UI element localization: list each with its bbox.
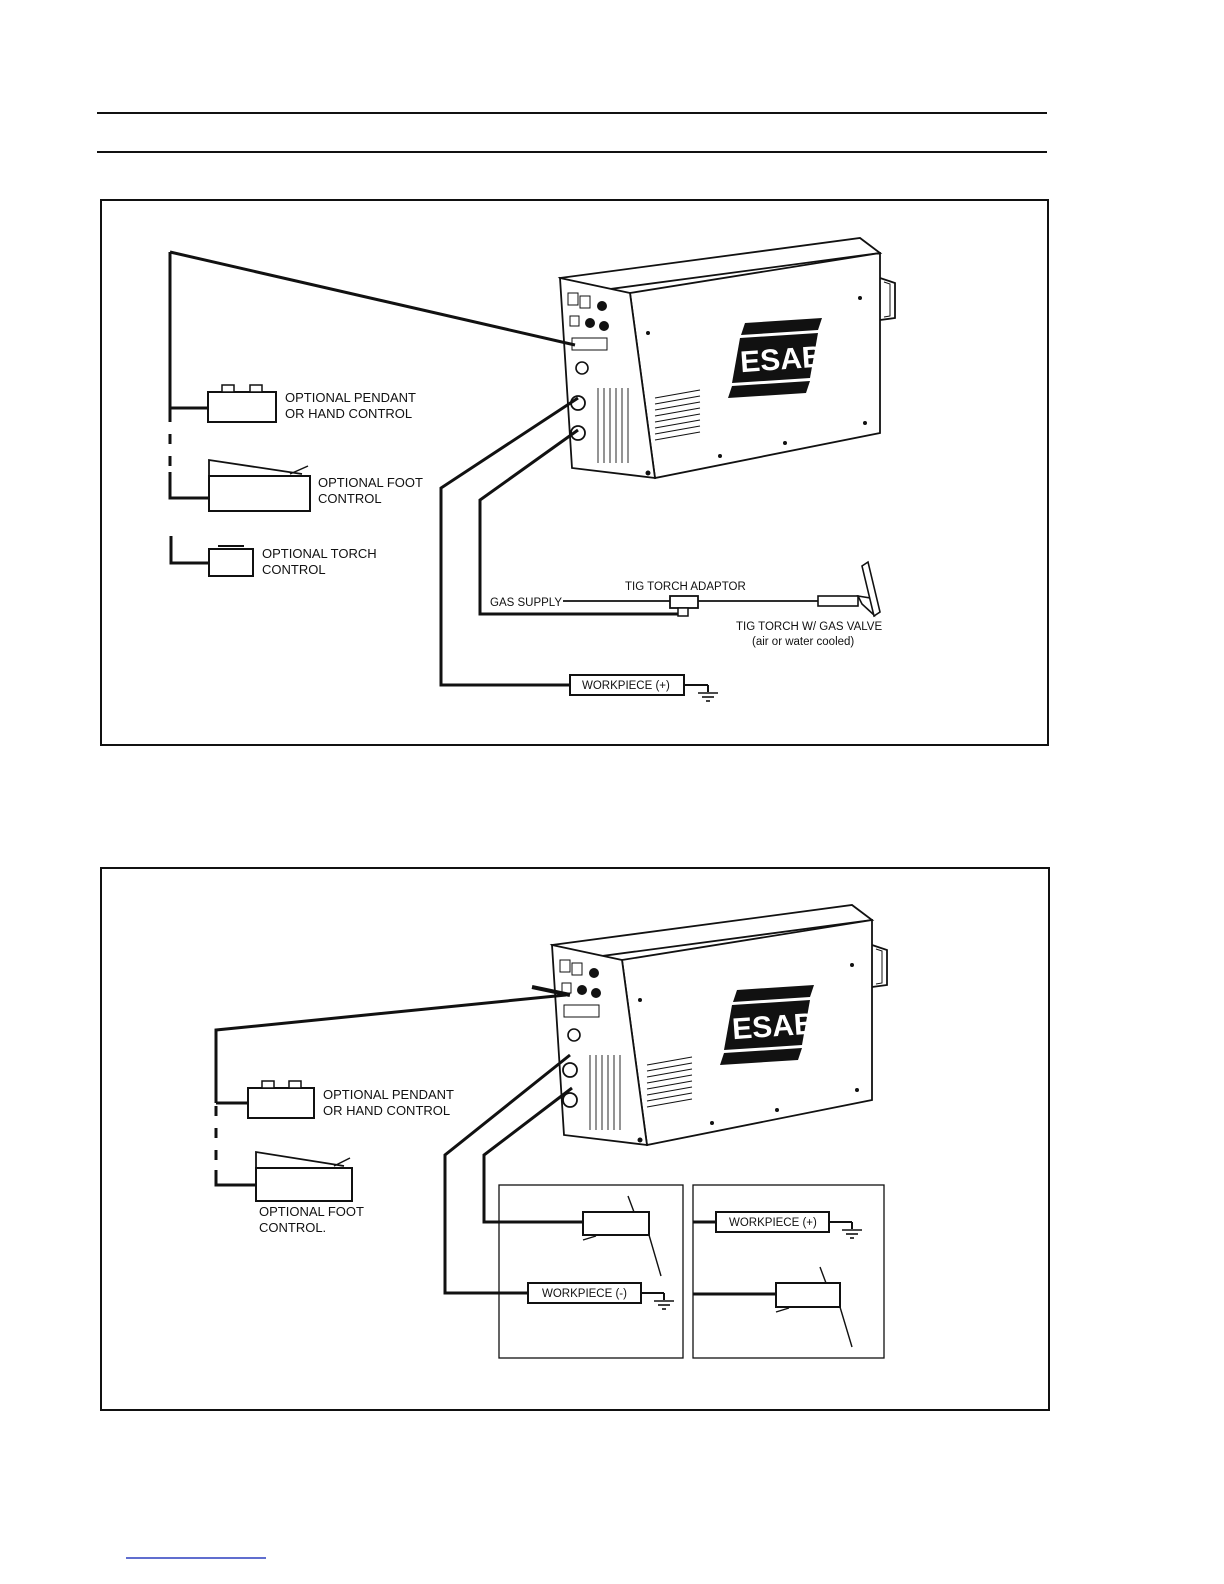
ground-icon — [654, 1301, 674, 1309]
foot-label-1a: OPTIONAL FOOT — [318, 475, 423, 490]
inset-panel-right — [693, 1185, 884, 1358]
gas-supply-label: GAS SUPPLY — [490, 597, 562, 609]
ground-icon — [842, 1230, 862, 1238]
control-cable-1-run — [170, 252, 575, 345]
pendant-label-1b: OR HAND CONTROL — [285, 406, 412, 421]
work-cable-1 — [441, 398, 578, 685]
control-cable-1 — [170, 252, 208, 498]
workpiece-label-1: WORKPIECE (+) — [582, 680, 670, 692]
electrode-holder-right — [693, 1267, 852, 1347]
pendant-label-1a: OPTIONAL PENDANT — [285, 390, 416, 405]
welder-unit-1: ESAB — [560, 238, 895, 478]
torch-control-cable — [171, 536, 209, 563]
tig-torch — [818, 562, 880, 616]
foot-control-1 — [209, 460, 310, 511]
electrode-holder-left — [583, 1196, 661, 1276]
inset-panel-left — [499, 1185, 683, 1358]
pendant-control-2 — [248, 1081, 314, 1118]
torch-control-1 — [209, 546, 253, 576]
work-cable-2 — [445, 1055, 570, 1293]
pendant-label-2b: OR HAND CONTROL — [323, 1103, 450, 1118]
ground-icon — [698, 693, 718, 701]
pendant-label-2a: OPTIONAL PENDANT — [323, 1087, 454, 1102]
adaptor-label: TIG TORCH ADAPTOR — [625, 581, 746, 593]
welder-unit-2: ESAB — [532, 905, 887, 1145]
torch-ctrl-label-1b: CONTROL — [262, 562, 326, 577]
torch-label-1a: TIG TORCH W/ GAS VALVE — [736, 621, 882, 633]
foot-label-1b: CONTROL — [318, 491, 382, 506]
foot-label-2a: OPTIONAL FOOT — [259, 1204, 364, 1219]
pendant-control-1 — [208, 385, 276, 422]
esab-logo-text: ESAB — [731, 1007, 816, 1046]
esab-logo-text: ESAB — [739, 340, 824, 379]
torch-label-1b: (air or water cooled) — [752, 636, 854, 648]
foot-label-2b: CONTROL. — [259, 1220, 326, 1235]
workpiece-neg-label: WORKPIECE (-) — [542, 1288, 627, 1300]
workpiece-pos-label-2: WORKPIECE (+) — [729, 1217, 817, 1229]
diagram-1: ESAB OPTIONAL PENDANT OR HAND CONTROL OP… — [101, 200, 1048, 745]
torch-ctrl-label-1a: OPTIONAL TORCH — [262, 546, 377, 561]
foot-control-2 — [256, 1152, 352, 1201]
